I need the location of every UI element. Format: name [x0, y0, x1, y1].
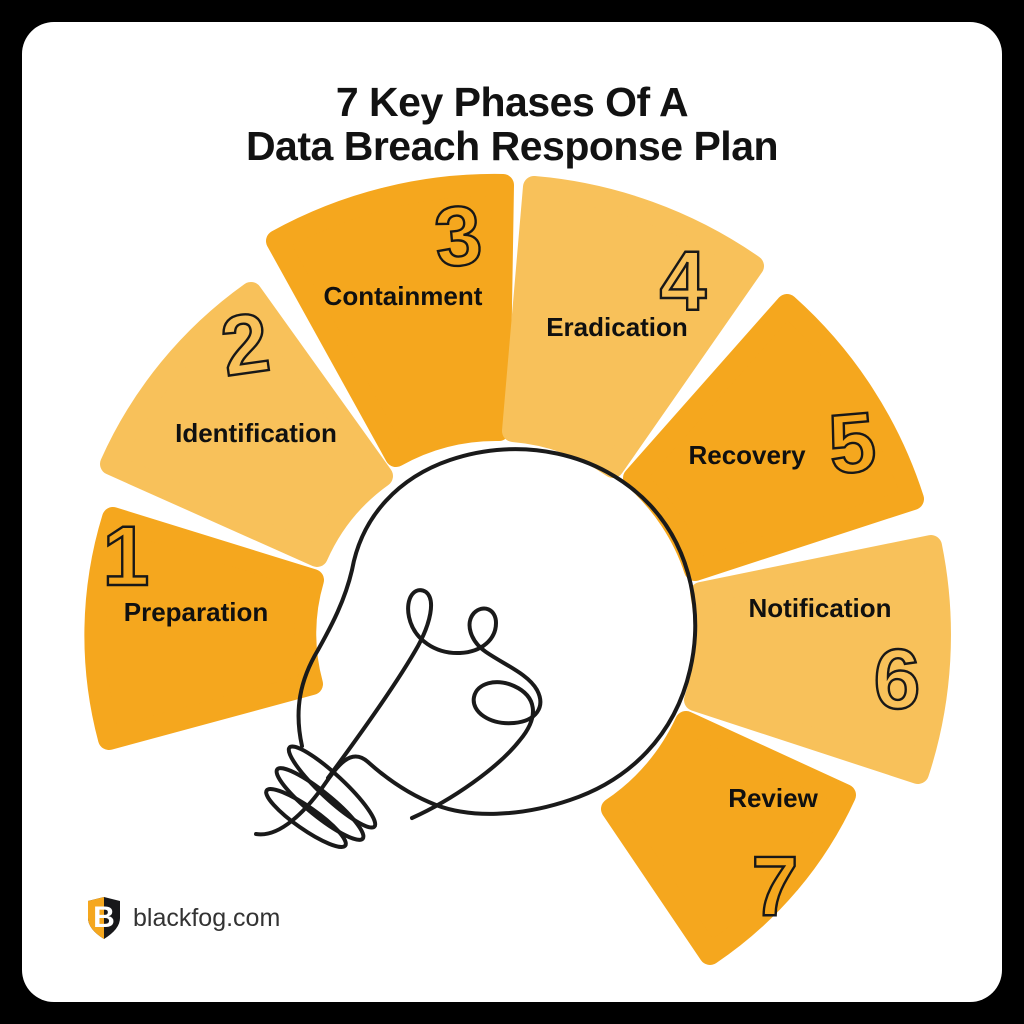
- segment-number-1: 1: [103, 509, 150, 603]
- segment-recovery: [623, 294, 924, 581]
- blackfog-shield-icon: B: [88, 897, 120, 939]
- segment-label-eradication: Eradication: [546, 312, 688, 342]
- segment-label-identification: Identification: [175, 418, 337, 448]
- website-text: blackfog.com: [133, 903, 281, 932]
- bulb-filament: [326, 588, 543, 820]
- segment-labels: Preparation Identification Containment E…: [124, 281, 892, 813]
- segment-number-6: 6: [874, 632, 921, 726]
- segment-number-5: 5: [825, 394, 880, 492]
- segment-containment: [266, 173, 514, 467]
- lightbulb-icon: [254, 447, 698, 849]
- segments-fan: [84, 173, 951, 965]
- segment-notification: [684, 535, 951, 784]
- footer-brand: B blackfog.com: [86, 895, 280, 941]
- bulb-outline: [254, 447, 698, 837]
- bulb-screw-thread: [286, 744, 378, 830]
- segment-number-7: 7: [752, 839, 799, 933]
- segment-numbers: 1 2 3 4 5 6 7: [101, 186, 921, 934]
- segment-label-recovery: Recovery: [688, 440, 806, 470]
- bulb-screw-thread: [274, 766, 366, 842]
- title-line-2: Data Breach Response Plan: [245, 123, 779, 170]
- segment-identification: [100, 282, 393, 567]
- bulb-screw-thread: [264, 787, 348, 849]
- segment-label-containment: Containment: [324, 281, 483, 311]
- segment-number-3: 3: [431, 187, 486, 285]
- title-line-1: 7 Key Phases Of A: [335, 79, 689, 125]
- segment-label-review: Review: [728, 783, 818, 813]
- segment-number-4: 4: [660, 234, 707, 328]
- segment-label-preparation: Preparation: [124, 597, 269, 627]
- logo-letter: B: [93, 901, 115, 934]
- segment-label-notification: Notification: [749, 593, 892, 623]
- segment-preparation: [84, 507, 324, 750]
- segment-eradication: [502, 176, 764, 478]
- segment-review: [601, 711, 856, 965]
- page-title: 7 Key Phases Of A Data Breach Response P…: [0, 80, 1024, 169]
